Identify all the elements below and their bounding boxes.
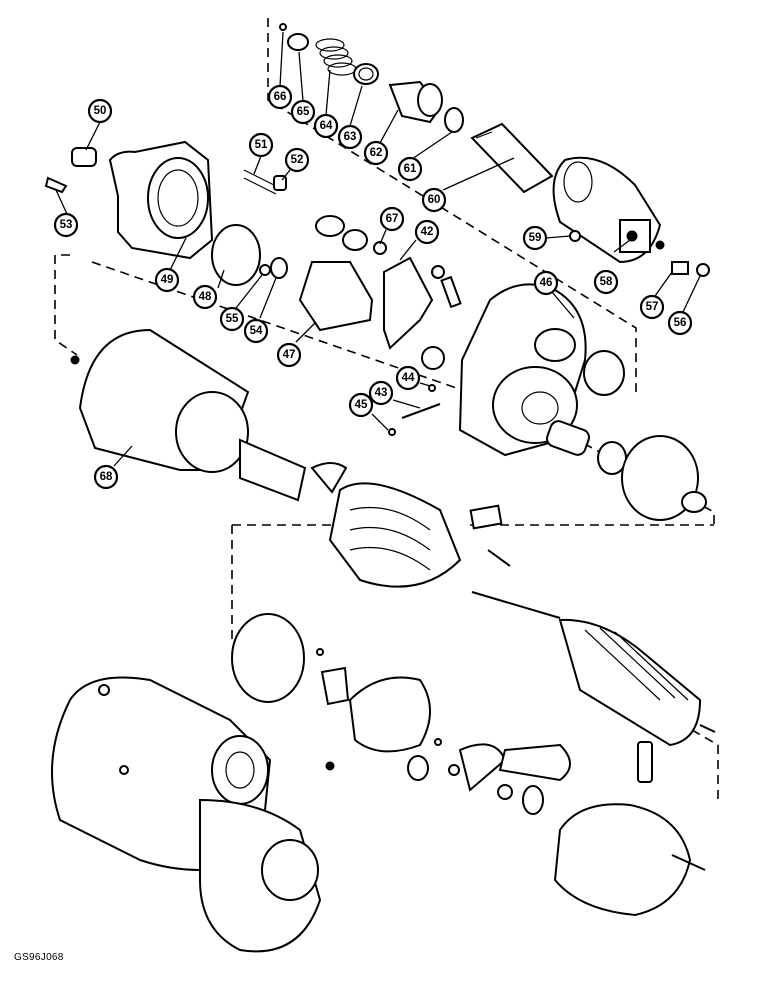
callout-64: 64 bbox=[313, 113, 339, 139]
svg-text:67: 67 bbox=[386, 213, 399, 225]
leader-lines bbox=[55, 31, 701, 467]
svg-text:61: 61 bbox=[404, 163, 417, 175]
svg-text:44: 44 bbox=[402, 372, 415, 384]
callout-45: 45 bbox=[348, 392, 374, 418]
svg-text:62: 62 bbox=[370, 147, 383, 159]
assembled-starter bbox=[51, 676, 322, 953]
drive-pinion-parts bbox=[259, 215, 582, 436]
gear-housing bbox=[458, 283, 707, 521]
callout-61: 61 bbox=[397, 156, 423, 182]
callout-59: 59 bbox=[522, 225, 548, 251]
svg-text:53: 53 bbox=[60, 219, 73, 231]
svg-text:58: 58 bbox=[600, 276, 613, 288]
svg-text:65: 65 bbox=[297, 106, 310, 118]
drive-end-housing bbox=[44, 140, 287, 286]
callout-44: 44 bbox=[395, 365, 421, 391]
callout-56: 56 bbox=[667, 310, 693, 336]
callout-42: 42 bbox=[414, 219, 440, 245]
drawing-reference-code: GS96J068 bbox=[14, 952, 64, 963]
callout-50: 50 bbox=[87, 98, 113, 124]
svg-text:68: 68 bbox=[100, 471, 113, 483]
callout-46: 46 bbox=[533, 270, 559, 296]
callout-54: 54 bbox=[243, 318, 269, 344]
svg-text:48: 48 bbox=[199, 291, 212, 303]
callout-43: 43 bbox=[368, 380, 394, 406]
svg-text:52: 52 bbox=[291, 154, 304, 166]
svg-text:57: 57 bbox=[646, 301, 659, 313]
callout-52: 52 bbox=[284, 147, 310, 173]
svg-text:66: 66 bbox=[274, 91, 287, 103]
svg-text:51: 51 bbox=[255, 139, 268, 151]
svg-text:55: 55 bbox=[226, 313, 239, 325]
callout-63: 63 bbox=[337, 124, 363, 150]
callout-47: 47 bbox=[276, 342, 302, 368]
callout-53: 53 bbox=[53, 212, 79, 238]
armature bbox=[558, 618, 716, 747]
callout-60: 60 bbox=[421, 187, 447, 213]
callout-68: 68 bbox=[93, 464, 119, 490]
callout-55: 55 bbox=[219, 306, 245, 332]
svg-text:60: 60 bbox=[428, 194, 441, 206]
callout-66: 66 bbox=[267, 84, 293, 110]
svg-text:50: 50 bbox=[94, 105, 107, 117]
svg-text:45: 45 bbox=[355, 399, 368, 411]
svg-text:49: 49 bbox=[161, 274, 174, 286]
callout-67: 67 bbox=[379, 206, 405, 232]
solenoid-parts bbox=[279, 23, 710, 277]
svg-text:54: 54 bbox=[250, 325, 263, 337]
callout-51: 51 bbox=[248, 132, 274, 158]
svg-text:47: 47 bbox=[283, 349, 296, 361]
svg-text:46: 46 bbox=[540, 277, 553, 289]
callout-62: 62 bbox=[363, 140, 389, 166]
svg-text:59: 59 bbox=[529, 232, 542, 244]
svg-text:63: 63 bbox=[344, 131, 357, 143]
callout-49: 49 bbox=[154, 267, 180, 293]
svg-text:64: 64 bbox=[320, 120, 333, 132]
callout-65: 65 bbox=[290, 99, 316, 125]
callout-57: 57 bbox=[639, 294, 665, 320]
frame-field-assembly bbox=[70, 328, 561, 619]
svg-text:43: 43 bbox=[375, 387, 388, 399]
spring-64 bbox=[315, 38, 357, 76]
svg-text:56: 56 bbox=[674, 317, 687, 329]
brush-holder-parts bbox=[231, 613, 706, 917]
svg-text:42: 42 bbox=[421, 226, 434, 238]
callout-48: 48 bbox=[192, 284, 218, 310]
callout-58: 58 bbox=[593, 269, 619, 295]
